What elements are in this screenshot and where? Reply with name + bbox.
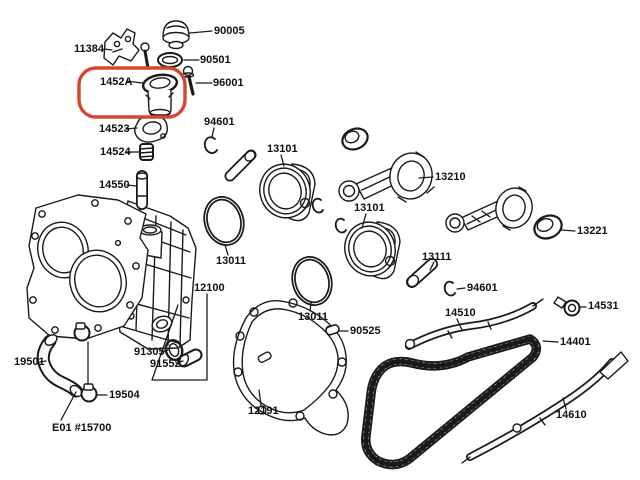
part-drawing-spring-14524 (140, 144, 153, 160)
part-drawing-circlips (205, 137, 455, 295)
part-label-11384[interactable]: 11384 (74, 43, 104, 55)
part-drawing-chain-14401 (366, 339, 537, 465)
part-label-13101-1[interactable]: 13101 (267, 143, 298, 155)
part-drawing-clamp-lower-19504 (82, 384, 97, 402)
part-drawing-ringset-1 (200, 194, 247, 248)
part-label-13011-2[interactable]: 13011 (298, 311, 328, 323)
part-drawing-clamp-upper-19504 (75, 323, 90, 341)
part-label-1452a[interactable]: 1452A (100, 76, 133, 88)
part-drawing-conrod-1 (339, 149, 437, 204)
part-label-90501[interactable]: 90501 (200, 54, 231, 66)
part-drawing-neck-1452a (142, 73, 178, 117)
part-drawing-oring-90501 (158, 53, 182, 67)
part-label-e01-15700[interactable]: E01 #15700 (52, 422, 112, 434)
highlight-box-1452a[interactable] (79, 68, 185, 117)
part-drawing-cap-90005 (163, 21, 189, 49)
part-label-91305[interactable]: 91305 (134, 346, 165, 358)
leader-lines (40, 31, 586, 420)
part-drawing-cover-14523 (135, 117, 168, 142)
part-drawing-gasket-12191 (234, 299, 349, 435)
part-drawing-bolt-14531 (554, 297, 580, 316)
part-drawing-engine-block (27, 195, 196, 349)
part-drawing-conrod-2 (446, 184, 536, 232)
part-label-14531[interactable]: 14531 (588, 300, 619, 312)
part-label-14610[interactable]: 14610 (556, 409, 587, 421)
part-drawing-ringset-2 (288, 254, 335, 308)
part-label-14550[interactable]: 14550 (99, 179, 130, 191)
part-label-14401[interactable]: 14401 (560, 336, 591, 348)
part-drawing-hose-19501 (43, 333, 84, 399)
part-label-14524[interactable]: 14524 (100, 146, 131, 158)
part-label-14510[interactable]: 14510 (445, 307, 476, 319)
part-label-19501[interactable]: 19501 (14, 356, 45, 368)
part-drawing-piston-pin-13111 (405, 264, 432, 289)
part-label-96001[interactable]: 96001 (213, 77, 244, 89)
part-drawing-arm-14510 (406, 299, 544, 349)
part-label-13210[interactable]: 13210 (435, 171, 466, 183)
part-drawing-collar-91552 (178, 353, 196, 367)
part-drawing-bracket-11384 (104, 29, 139, 65)
part-drawing-screw-small (141, 43, 149, 68)
part-label-13101-2[interactable]: 13101 (354, 202, 385, 214)
part-label-14523[interactable]: 14523 (99, 123, 130, 135)
part-drawing-pipe-14550 (137, 173, 148, 204)
part-label-19504[interactable]: 19504 (109, 389, 140, 401)
part-drawing-oring-91305 (163, 338, 184, 362)
part-label-90525[interactable]: 90525 (350, 325, 381, 337)
part-drawing-dowel-90525 (325, 324, 340, 336)
part-label-91552[interactable]: 91552 (150, 358, 181, 370)
part-label-94601-right[interactable]: 94601 (467, 282, 498, 294)
part-label-94601-top[interactable]: 94601 (204, 116, 235, 128)
part-drawing-bushing-13221 (531, 212, 565, 243)
part-drawing-guide-14610 (462, 352, 628, 463)
part-drawing-bushing-upper (339, 125, 371, 153)
part-label-13011-1[interactable]: 13011 (216, 255, 246, 267)
part-label-13221[interactable]: 13221 (577, 225, 608, 237)
part-drawing-piston-pin-1 (230, 149, 257, 176)
part-label-90005[interactable]: 90005 (214, 25, 245, 37)
part-label-12100[interactable]: 12100 (194, 282, 225, 294)
part-drawing-piston-1 (253, 158, 317, 225)
part-label-12191[interactable]: 12191 (248, 405, 279, 417)
part-drawing-piston-2 (338, 216, 402, 283)
part-label-13111[interactable]: 13111 (422, 251, 452, 263)
